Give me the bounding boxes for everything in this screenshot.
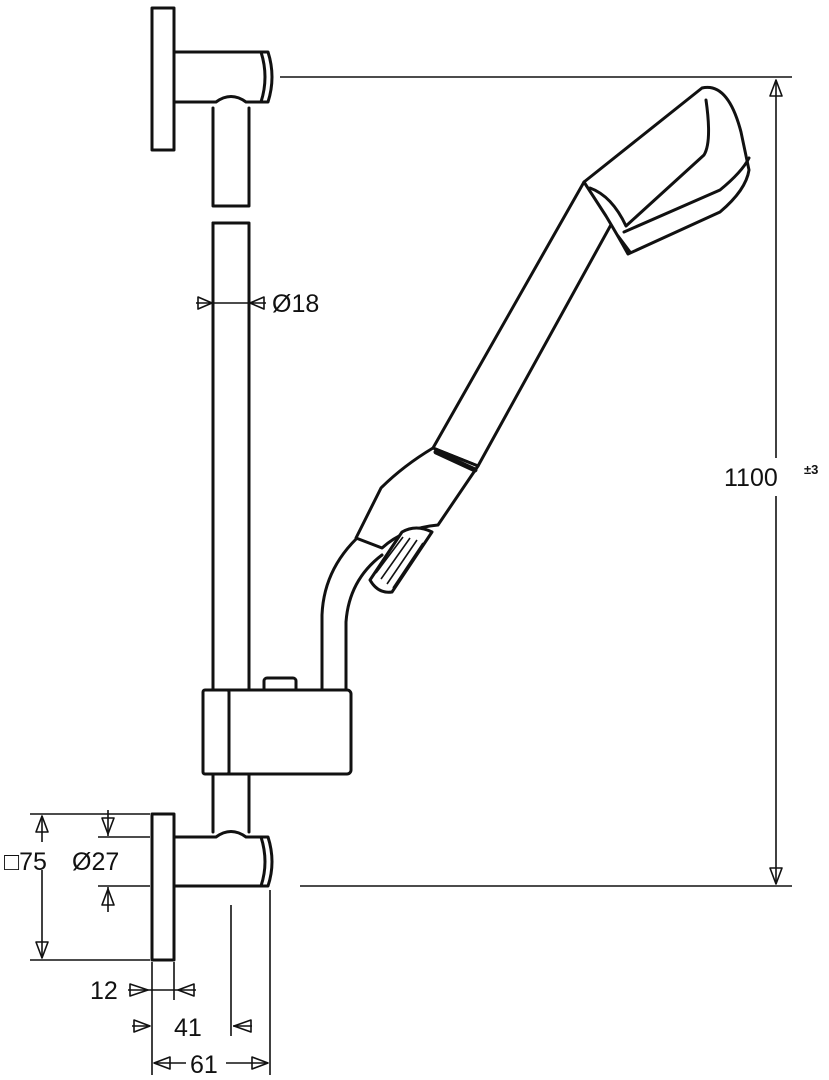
bottom-rosette-plate — [150, 812, 176, 962]
shower-head-rim — [588, 98, 711, 228]
arrow-left-icon — [177, 983, 195, 997]
top-bracket-end-cap — [259, 50, 267, 104]
handle-ring — [433, 449, 478, 473]
label-rail-diameter: Ø18 — [272, 290, 319, 318]
rail-mid-top — [211, 221, 251, 692]
arrow-down-icon — [35, 941, 49, 959]
shower-hose — [320, 528, 384, 692]
dimension-rosette-diameter: Ø27 — [72, 810, 150, 912]
slider-front-face — [201, 688, 231, 776]
arrow-right-icon — [251, 1056, 269, 1070]
label-rail-length: 1100 — [724, 464, 778, 492]
dimension-rail-diameter: Ø18 — [196, 290, 319, 318]
top-wall-bracket — [150, 6, 274, 152]
arrow-down-icon — [101, 817, 115, 835]
arrow-right-icon — [129, 983, 149, 997]
bottom-bracket-end-cap — [259, 835, 267, 888]
arrow-left-icon — [233, 1019, 252, 1033]
arrow-right-icon — [197, 296, 213, 310]
slide-rail — [211, 106, 251, 834]
label-rosette-square: □75 — [4, 848, 47, 876]
rail-lower-segment — [211, 772, 251, 834]
handle-body — [431, 180, 620, 468]
hand-shower — [354, 85, 751, 594]
dimension-rail-length: 1100 ±3 — [280, 76, 818, 887]
arrow-up-icon — [769, 79, 783, 97]
top-rosette-plate — [150, 6, 176, 152]
hose-outer — [320, 528, 368, 692]
arrow-up-icon — [101, 888, 115, 906]
arrow-right-icon — [133, 1019, 151, 1033]
hose-connector-knurled — [368, 526, 434, 594]
slider-unit — [201, 676, 353, 776]
shower-head-edge — [616, 234, 632, 254]
bottom-wall-bracket — [150, 812, 274, 962]
label-rosette-thickness: 12 — [90, 977, 118, 1005]
label-rail-length-tolerance: ±3 — [804, 462, 818, 477]
label-rosette-diameter: Ø27 — [72, 848, 119, 876]
rail-upper-segment — [211, 106, 251, 208]
top-bracket-arm — [172, 50, 274, 104]
holder-cone — [354, 446, 480, 550]
dimension-wall-offsets: 12 41 61 — [90, 890, 271, 1079]
arrow-up-icon — [35, 815, 49, 833]
arrow-left-icon — [249, 296, 265, 310]
label-wall-offset-total: 61 — [190, 1051, 218, 1079]
shower-head-face — [622, 156, 751, 234]
dimension-rosette-square: □75 — [4, 813, 150, 961]
bottom-bracket-arm — [172, 830, 274, 888]
arrow-down-icon — [769, 867, 783, 885]
hose-inner — [344, 553, 384, 692]
label-wall-offset-center: 41 — [174, 1014, 202, 1042]
arrow-left-icon — [153, 1056, 171, 1070]
